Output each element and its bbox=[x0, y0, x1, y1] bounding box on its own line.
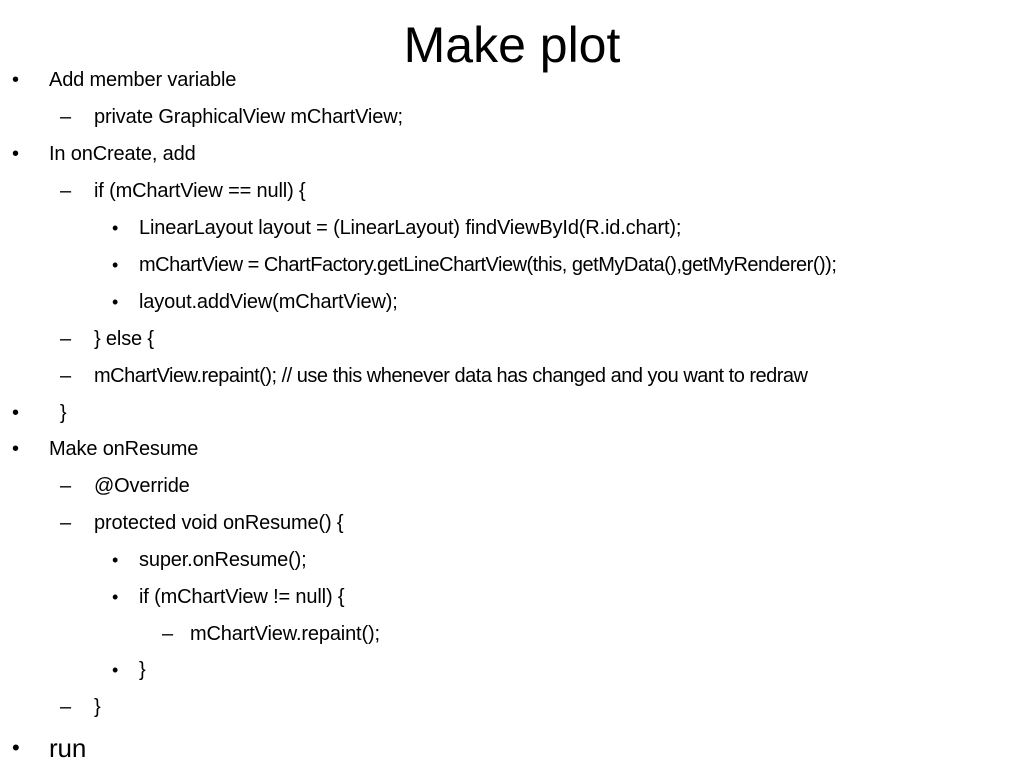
dash-marker: – bbox=[60, 106, 71, 128]
bullet-text: } else { bbox=[94, 328, 154, 350]
dash-marker: – bbox=[60, 696, 71, 718]
bullet-text: In onCreate, add bbox=[49, 143, 196, 165]
bullet-marker: • bbox=[112, 255, 119, 275]
bullet-text: } bbox=[49, 402, 67, 424]
bullet-marker: • bbox=[112, 587, 119, 607]
bullet-text: if (mChartView == null) { bbox=[94, 180, 306, 202]
bullet-marker: • bbox=[112, 218, 119, 238]
bullet-text: private GraphicalView mChartView; bbox=[94, 106, 403, 128]
bullet-marker: • bbox=[12, 438, 19, 460]
bullet-marker: • bbox=[112, 550, 119, 570]
dash-marker: – bbox=[60, 328, 71, 350]
bullet-text: super.onResume(); bbox=[139, 549, 307, 571]
bullet-marker: • bbox=[112, 292, 119, 312]
bullet-text: } bbox=[139, 659, 146, 681]
bullet-text: LinearLayout layout = (LinearLayout) fin… bbox=[139, 217, 682, 239]
bullet-text: } bbox=[94, 696, 101, 718]
bullet-text: @Override bbox=[94, 475, 190, 497]
bullet-text: mChartView = ChartFactory.getLineChartVi… bbox=[139, 254, 837, 276]
bullet-text: if (mChartView != null) { bbox=[139, 586, 345, 608]
bullet-text: mChartView.repaint(); // use this whenev… bbox=[94, 365, 808, 387]
bullet-text: Make onResume bbox=[49, 438, 199, 460]
bullet-marker: • bbox=[12, 143, 19, 165]
bullet-text: protected void onResume() { bbox=[94, 512, 344, 534]
dash-marker: – bbox=[60, 512, 71, 534]
bullet-text: Add member variable bbox=[49, 69, 237, 91]
bullet-text: layout.addView(mChartView); bbox=[139, 291, 398, 313]
dash-marker: – bbox=[60, 365, 71, 387]
bullet-marker: • bbox=[12, 402, 19, 424]
bullet-text: run bbox=[49, 733, 87, 763]
bullet-text: mChartView.repaint(); bbox=[190, 623, 380, 645]
bullet-marker: • bbox=[12, 735, 20, 760]
slide-title: Make plot bbox=[403, 17, 621, 73]
dash-marker: – bbox=[60, 180, 71, 202]
bullet-marker: • bbox=[112, 660, 119, 680]
bullet-marker: • bbox=[12, 69, 19, 91]
dash-marker: – bbox=[162, 623, 173, 645]
dash-marker: – bbox=[60, 475, 71, 497]
